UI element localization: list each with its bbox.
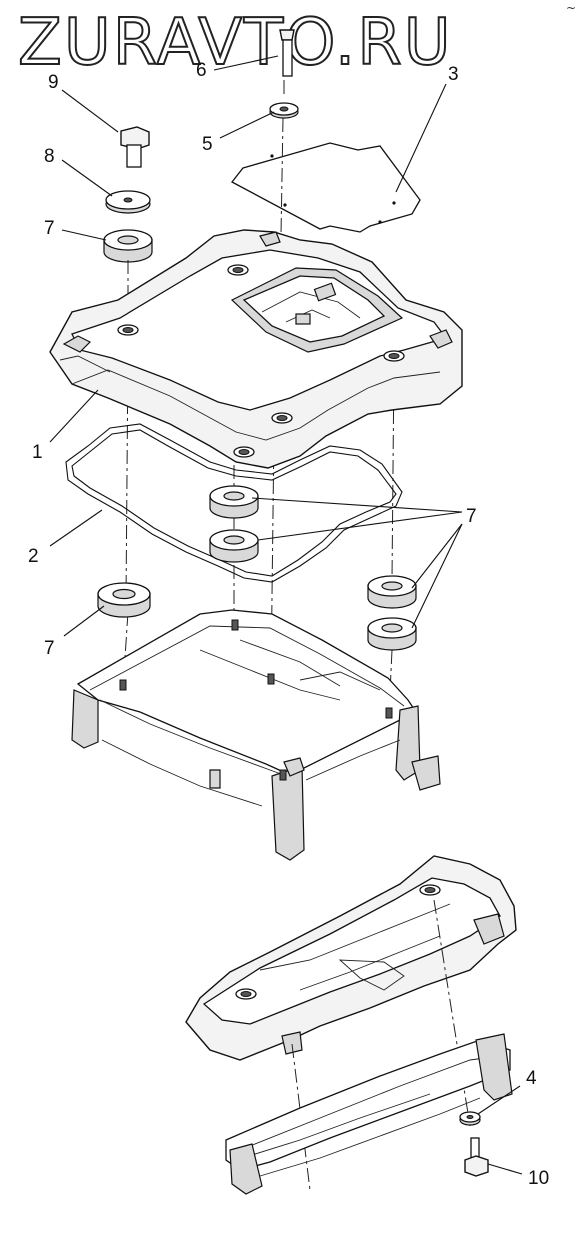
part-7-bushing-upper-left (103, 229, 153, 263)
callout-2: 2 (28, 546, 39, 567)
callout-labels: 9 6 3 8 5 7 1 7 2 7 4 10 (28, 60, 549, 1189)
part-4-washer (459, 1111, 481, 1126)
lower-tray (185, 855, 517, 1061)
part-9-bolt (120, 126, 150, 168)
callout-3: 3 (448, 64, 459, 85)
callout-8: 8 (44, 146, 55, 167)
part-6-screw (279, 29, 295, 77)
part-7-bushing-right-2 (367, 617, 417, 651)
upper-support-frame (71, 609, 441, 861)
part-10-bolt (464, 1137, 489, 1177)
callout-1: 1 (32, 442, 43, 463)
part-7-bushing-right-1 (367, 575, 417, 609)
part-7-bushing-centre-1 (209, 485, 259, 519)
callout-9: 9 (48, 72, 59, 93)
part-2-gasket (65, 423, 403, 583)
callout-6: 6 (196, 60, 207, 81)
part-1-main-tray (49, 229, 463, 469)
leader-lines (49, 55, 523, 1175)
callout-5: 5 (202, 134, 213, 155)
lower-support-frame (225, 1033, 513, 1195)
callout-10: 10 (528, 1168, 549, 1189)
callout-7-lower-left: 7 (44, 638, 55, 659)
part-7-bushing-lower-left (97, 582, 151, 618)
callout-7-upper-left: 7 (44, 218, 55, 239)
part-5-washer (269, 102, 299, 119)
corner-mark: ~ (566, 1, 576, 15)
part-3-cover-plate (231, 142, 421, 233)
watermark-text: ZURAVTO.RU (18, 6, 453, 80)
part-8-washer (105, 190, 151, 214)
part-7-bushing-centre-2 (209, 529, 259, 563)
callout-4: 4 (526, 1068, 537, 1089)
centre-lines-lower (291, 899, 471, 1191)
callout-7-right: 7 (466, 506, 477, 527)
